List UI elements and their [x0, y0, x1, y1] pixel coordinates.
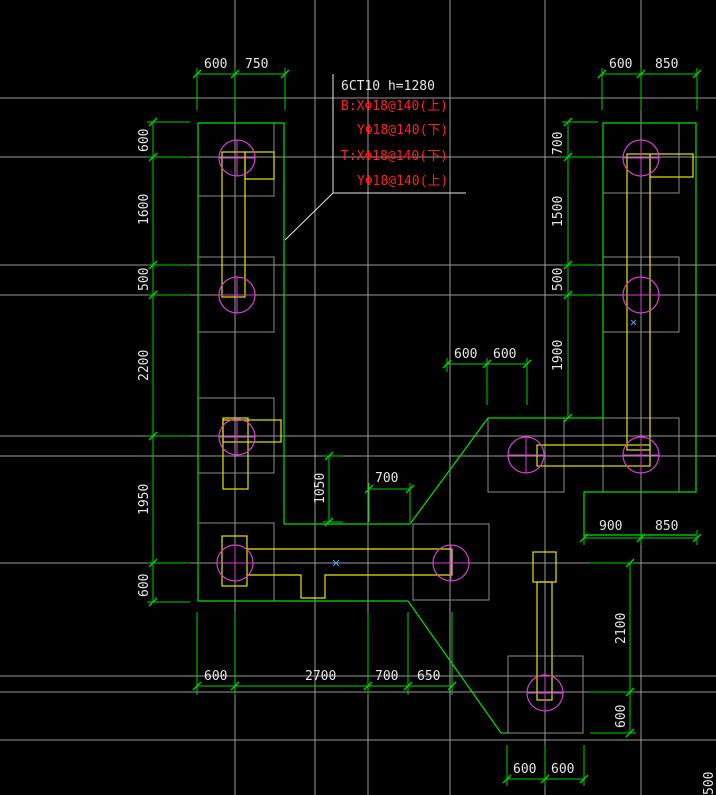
- cap-annotation: 6CT10 h=1280 B:XΦ18@140(上) YΦ18@140(下) T…: [341, 79, 448, 189]
- dimension-ticks: [148, 69, 702, 784]
- dim-right-2: 1500: [551, 196, 566, 227]
- dim-right-lower-2: 600: [614, 705, 629, 728]
- centroid-markers: [332, 319, 637, 567]
- dim-right-mid-2: 850: [655, 519, 678, 534]
- pile: [622, 436, 660, 474]
- dim-top-right-2: 850: [655, 57, 678, 72]
- dim-middle-vertical: 1050: [313, 473, 328, 504]
- dim-top-left-1: 600: [204, 57, 227, 72]
- dim-edge-clipped: 500: [702, 772, 716, 795]
- dim-bottom-3: 700: [375, 669, 398, 684]
- pile-circles: [216, 139, 660, 712]
- dim-right-bottom-1: 600: [513, 762, 536, 777]
- dim-top-left-2: 750: [245, 57, 268, 72]
- dim-right-mid-1: 900: [599, 519, 622, 534]
- dimension-labels: 600 750 600 850 600 1600 500 2200 1950 6…: [137, 57, 716, 795]
- dim-left-6: 600: [137, 574, 152, 597]
- pile: [218, 418, 256, 456]
- dim-left-4: 2200: [137, 350, 152, 381]
- dim-middle-top-2: 600: [493, 347, 516, 362]
- pile: [216, 544, 254, 582]
- annotation-line-3: T:XΦ18@140(下): [341, 149, 448, 164]
- dim-bottom-2: 2700: [305, 669, 336, 684]
- dim-top-right-1: 600: [609, 57, 632, 72]
- annotation-line-2: YΦ18@140(下): [357, 123, 448, 138]
- pile: [622, 276, 660, 314]
- dim-right-4: 1900: [551, 340, 566, 371]
- pile: [432, 544, 470, 582]
- annotation-leader: [284, 74, 466, 241]
- annotation-title: 6CT10 h=1280: [341, 79, 435, 94]
- annotation-line-1: B:XΦ18@140(上): [341, 99, 448, 114]
- dim-left-3: 500: [137, 268, 152, 291]
- pile: [622, 139, 660, 177]
- dim-right-bottom-2: 600: [551, 762, 574, 777]
- cap-boundary-outline: [197, 122, 697, 734]
- pile-cap-outlines: [197, 122, 680, 734]
- pile: [218, 139, 256, 177]
- dim-left-5: 1950: [137, 484, 152, 515]
- dim-middle-top-1: 600: [454, 347, 477, 362]
- dim-left-2: 1600: [137, 194, 152, 225]
- pier-outlines: [221, 151, 694, 701]
- dim-middle-small: 700: [375, 471, 398, 486]
- pile: [507, 436, 545, 474]
- dim-right-lower-1: 2100: [614, 613, 629, 644]
- pile: [218, 276, 256, 314]
- dim-left-1: 600: [137, 129, 152, 152]
- annotation-line-4: YΦ18@140(上): [357, 174, 448, 189]
- dim-right-3: 500: [551, 268, 566, 291]
- dim-right-1: 700: [551, 132, 566, 155]
- dim-bottom-1: 600: [204, 669, 227, 684]
- pile: [526, 674, 564, 712]
- dim-bottom-4: 650: [417, 669, 440, 684]
